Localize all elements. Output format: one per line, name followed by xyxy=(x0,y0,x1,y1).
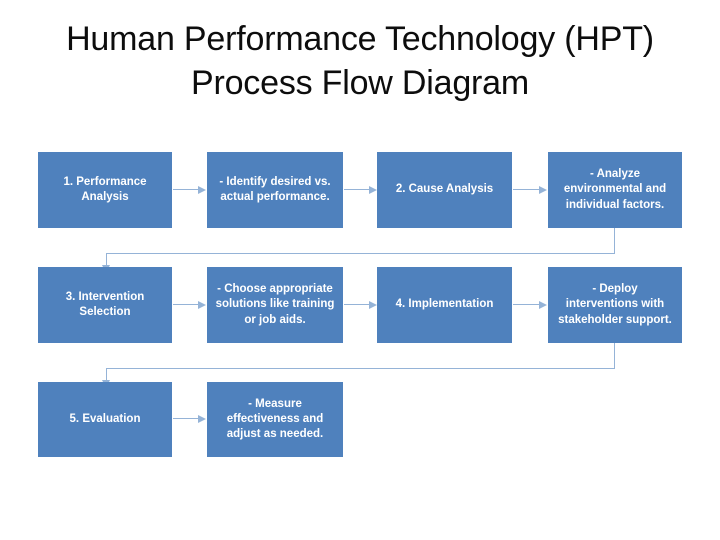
arrow-head-right-icon xyxy=(369,300,377,309)
arrow-head-right-icon xyxy=(539,300,547,309)
process-box-label: - Analyze environmental and individual f… xyxy=(563,168,667,211)
process-box-label: 2. Cause Analysis xyxy=(395,183,494,196)
arrow-shaft xyxy=(344,189,370,191)
arrow-row2-box3-to-box4 xyxy=(513,299,547,311)
arrow-head-right-icon xyxy=(539,185,547,194)
arrow-row1-box3-to-box4 xyxy=(513,184,547,196)
process-box-1-detail-identify[interactable]: - Identify desired vs. actual performanc… xyxy=(207,152,343,228)
process-box-label: - Choose appropriate solutions like trai… xyxy=(215,283,335,326)
arrow-head-right-icon xyxy=(198,185,206,194)
arrow-shaft xyxy=(513,304,540,306)
arrow-row2-box2-to-box3 xyxy=(344,299,377,311)
process-box-2-cause-analysis[interactable]: 2. Cause Analysis xyxy=(377,152,512,228)
connector-segment-vertical-right xyxy=(613,228,615,254)
process-box-2-detail-analyze[interactable]: - Analyze environmental and individual f… xyxy=(548,152,682,228)
process-box-3-detail-choose[interactable]: - Choose appropriate solutions like trai… xyxy=(207,267,343,343)
arrow-shaft xyxy=(344,304,370,306)
process-box-label: 5. Evaluation xyxy=(69,412,141,425)
process-box-label: 1. Performance Analysis xyxy=(63,175,147,203)
connector-segment-horizontal xyxy=(107,368,615,370)
process-box-1-performance-analysis[interactable]: 1. Performance Analysis xyxy=(38,152,172,228)
process-box-3-intervention-selection[interactable]: 3. Intervention Selection xyxy=(38,267,172,343)
process-box-label: 3. Intervention Selection xyxy=(65,290,145,318)
process-box-4-implementation[interactable]: 4. Implementation xyxy=(377,267,512,343)
process-box-label: - Measure effectiveness and adjust as ne… xyxy=(226,397,324,441)
arrow-row3-box1-to-box2 xyxy=(173,413,206,425)
process-box-4-detail-deploy[interactable]: - Deploy interventions with stakeholder … xyxy=(548,267,682,343)
arrow-row2-box1-to-box2 xyxy=(173,299,206,311)
arrow-shaft xyxy=(173,418,199,420)
connector-segment-vertical-left xyxy=(106,368,108,382)
arrow-row1-box1-to-box2 xyxy=(173,184,206,196)
arrow-head-right-icon xyxy=(369,185,377,194)
arrow-shaft xyxy=(513,189,540,191)
process-box-label: - Identify desired vs. actual performanc… xyxy=(219,175,331,203)
process-box-5-detail-measure[interactable]: - Measure effectiveness and adjust as ne… xyxy=(207,382,343,457)
title-line-1: Human Performance Technology (HPT) xyxy=(66,20,654,58)
process-box-5-evaluation[interactable]: 5. Evaluation xyxy=(38,382,172,457)
connector-segment-horizontal xyxy=(107,253,615,255)
process-box-label: 4. Implementation xyxy=(395,298,494,311)
title-line-2: Process Flow Diagram xyxy=(191,63,529,102)
arrow-row1-box2-to-box3 xyxy=(344,184,377,196)
page-title: Human Performance Technology (HPT) Proce… xyxy=(40,18,680,105)
arrow-head-right-icon xyxy=(198,414,206,423)
arrow-head-right-icon xyxy=(198,300,206,309)
arrow-shaft xyxy=(173,304,199,306)
connector-segment-vertical-right xyxy=(613,343,615,369)
process-box-label: - Deploy interventions with stakeholder … xyxy=(558,283,672,326)
connector-segment-vertical-left xyxy=(106,253,108,267)
arrow-shaft xyxy=(173,189,199,191)
